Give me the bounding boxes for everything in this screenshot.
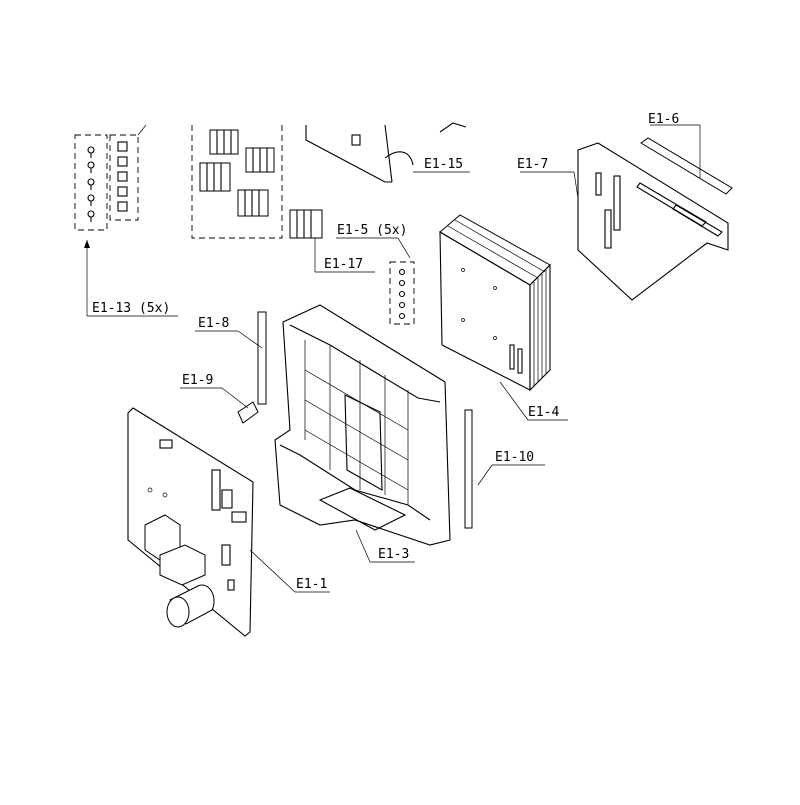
terminal-block-icon: [199, 129, 275, 217]
strip-e1-8: [195, 311, 267, 405]
label-e1-4: E1-4: [528, 405, 559, 420]
label-e1-13: E1-13 (5x): [92, 301, 170, 316]
mounting-bracket-e1-7: [520, 142, 729, 301]
nut-icons-column: [117, 141, 128, 212]
terminal-block-group: [191, 125, 375, 273]
pad-e1-9: [180, 387, 259, 424]
cover-plate-e1-15: [305, 122, 470, 183]
capacitor-icon: [166, 584, 215, 628]
label-e1-17: E1-17: [324, 257, 363, 272]
label-e1-9: E1-9: [182, 373, 213, 388]
pcb-e1-1: [127, 407, 330, 637]
label-e1-1: E1-1: [296, 577, 327, 592]
screw-set-e1-5: [336, 237, 415, 325]
fins: [447, 219, 547, 386]
terminal-block-e1-17-icon: [289, 209, 323, 239]
label-e1-7: E1-7: [517, 157, 548, 172]
label-e1-5: E1-5 (5x): [337, 223, 407, 238]
label-e1-3: E1-3: [378, 547, 409, 562]
screw-set-group: [74, 124, 178, 317]
strip-e1-10: [464, 409, 545, 529]
strip-e1-6: [640, 124, 733, 195]
screw-icons-column: [87, 146, 95, 222]
heat-sink-e1-4: [439, 214, 568, 421]
frame-e1-3: [274, 304, 451, 563]
transformer-icon: [144, 514, 206, 586]
label-e1-15: E1-15: [424, 157, 463, 172]
label-e1-8: E1-8: [198, 316, 229, 331]
label-e1-10: E1-10: [495, 450, 534, 465]
label-e1-6: E1-6: [648, 112, 679, 127]
